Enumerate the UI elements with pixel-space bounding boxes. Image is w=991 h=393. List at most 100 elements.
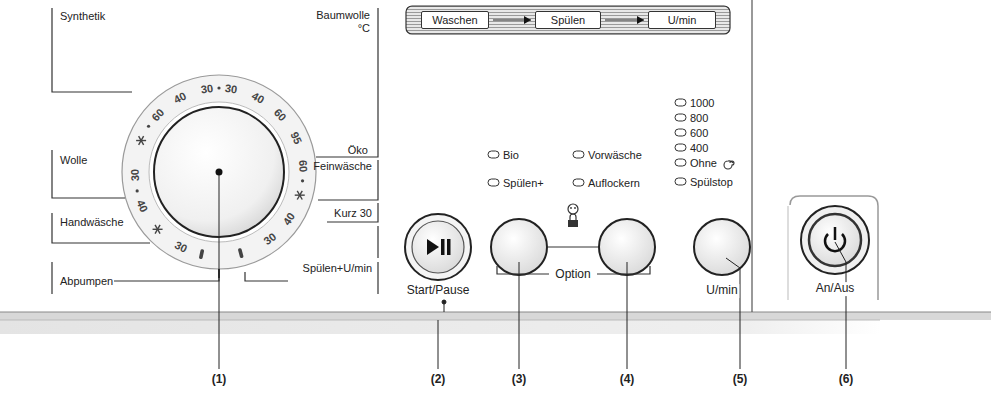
panel-graphic xyxy=(377,226,378,258)
display-segment: U/min xyxy=(648,11,716,29)
segment-label: Waschen xyxy=(432,14,477,26)
panel-graphic xyxy=(136,189,139,192)
panel-graphic xyxy=(570,214,576,220)
panel-graphic xyxy=(406,6,730,34)
panel-graphic xyxy=(637,16,644,24)
callout-number: (1) xyxy=(210,373,229,387)
panel-graphic xyxy=(788,206,789,300)
panel-graphic xyxy=(497,266,549,274)
panel-graphic xyxy=(524,16,531,24)
panel-graphic xyxy=(219,175,846,369)
panel-graphic xyxy=(155,225,160,234)
sequence-arrow xyxy=(605,16,644,24)
program-label: Baumwolle °C xyxy=(306,9,370,34)
panel-graphic xyxy=(155,225,160,234)
panel-graphic xyxy=(570,207,572,209)
segment-label: U/min xyxy=(668,14,697,26)
panel-graphic xyxy=(751,0,752,312)
spin-label: 1000 xyxy=(690,97,714,110)
option-label: Spülen+ xyxy=(503,177,544,190)
panel-graphic xyxy=(405,214,471,280)
panel-graphic xyxy=(726,258,740,369)
panel-graphic xyxy=(488,151,499,158)
panel-graphic xyxy=(548,247,598,248)
callout-number: (4) xyxy=(618,373,637,387)
panel-graphic xyxy=(412,221,464,273)
panel-graphic xyxy=(694,219,750,275)
panel-graphic xyxy=(835,242,846,369)
callout-number: (3) xyxy=(510,373,529,387)
display-segment: Spülen xyxy=(535,11,601,29)
program-label: Feinwäsche xyxy=(313,160,372,173)
panel-graphic xyxy=(147,125,150,128)
panel-graphic xyxy=(801,206,869,274)
spin-label: 400 xyxy=(690,142,708,155)
program-label: Handwäsche xyxy=(60,216,124,229)
program-label: Abpumpen xyxy=(60,275,113,288)
panel-graphic xyxy=(0,312,991,313)
panel-graphic xyxy=(52,213,150,243)
segment-label: Spülen xyxy=(551,14,585,26)
panel-graphic xyxy=(568,204,578,214)
spin-label: 800 xyxy=(690,112,708,125)
option-label: Bio xyxy=(503,149,519,162)
panel-graphic xyxy=(301,179,304,182)
panel-graphic xyxy=(438,300,444,369)
panel-graphic xyxy=(52,8,378,294)
panel-graphic xyxy=(52,150,125,198)
panel-graphic xyxy=(427,239,439,255)
panel-graphic xyxy=(139,136,144,145)
panel-graphic xyxy=(574,207,576,209)
panel-graphic xyxy=(0,320,880,321)
panel-graphic xyxy=(297,191,302,200)
program-label: Synthetik xyxy=(60,10,105,23)
callout-number: (6) xyxy=(837,373,856,387)
panel-graphic xyxy=(627,262,628,369)
panel-graphic xyxy=(834,227,837,240)
button-label: U/min xyxy=(704,284,739,298)
panel-graphic xyxy=(488,179,499,186)
panel-graphic xyxy=(52,8,132,92)
panel-graphic xyxy=(297,191,302,200)
panel-graphic xyxy=(809,214,861,266)
temperature-number: 30 xyxy=(200,82,214,96)
panel-graphic xyxy=(51,262,52,294)
program-label: Öko xyxy=(348,144,368,157)
panel-graphic xyxy=(0,312,991,320)
panel-graphic xyxy=(245,272,288,281)
temperature-number: 60 xyxy=(296,160,309,173)
panel-graphic xyxy=(199,249,205,260)
program-label: Spülen+U/min xyxy=(303,262,372,275)
spin-label: Ohne xyxy=(690,157,717,170)
dial-marks xyxy=(136,86,305,259)
panel-graphic xyxy=(114,278,219,281)
panel-graphic xyxy=(441,239,445,255)
panel-graphic xyxy=(216,169,223,176)
panel-graphic xyxy=(519,262,520,369)
callout-number: (5) xyxy=(731,373,750,387)
panel-graphic xyxy=(139,136,144,145)
panel-graphic xyxy=(136,136,146,145)
panel-graphic xyxy=(153,225,163,234)
button-label: Option xyxy=(553,268,592,282)
panel-graphic xyxy=(327,203,378,222)
panel-graphic xyxy=(573,151,584,158)
spin-label: Spülstop xyxy=(690,176,733,189)
sequence-arrow xyxy=(493,16,531,24)
panel-graphic xyxy=(573,179,584,186)
panel-graphic xyxy=(295,191,305,200)
panel-graphic xyxy=(675,99,686,106)
option-label: Vorwäsche xyxy=(588,149,642,162)
button-label: An/Aus xyxy=(814,282,857,296)
panel-graphic xyxy=(442,300,446,304)
temperature-number: 30 xyxy=(129,169,142,182)
panel-graphic xyxy=(447,239,451,255)
program-label: Wolle xyxy=(60,154,87,167)
option-label: Auflockern xyxy=(588,177,640,190)
panel-graphic xyxy=(217,86,220,89)
panel-graphic xyxy=(724,161,734,169)
temperature-number: 30 xyxy=(224,82,238,96)
